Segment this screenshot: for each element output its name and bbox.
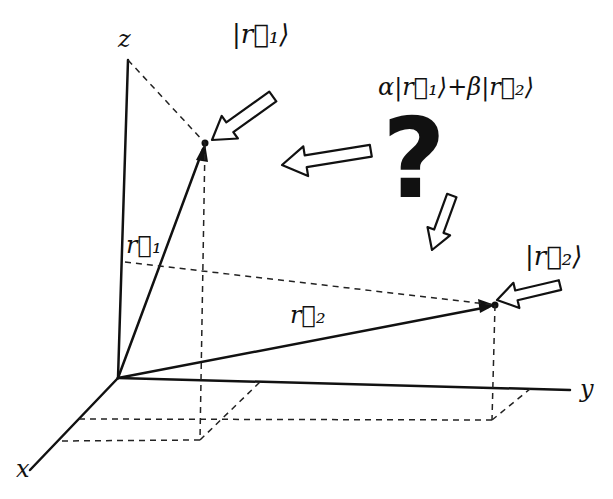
vector-label: r⃗₂ (290, 302, 326, 330)
ket-label: |r⃗₂⟩ (525, 242, 582, 272)
y-axis (118, 378, 570, 390)
dashed-projection (128, 60, 205, 143)
dashed-projection (125, 262, 495, 305)
vector-label: r⃗₁ (126, 232, 162, 260)
dashed-projection (492, 305, 495, 420)
x-axis (30, 378, 118, 470)
axis-label: x (16, 456, 30, 484)
dashed-projection (78, 419, 492, 420)
axis-label: z (118, 26, 131, 54)
dashed-projection (492, 389, 530, 420)
dashed-projection (200, 382, 260, 440)
dashed-projection (200, 143, 205, 440)
axis-label: y (580, 376, 594, 404)
question-mark: ? (382, 104, 446, 214)
ket-label: |r⃗₁⟩ (232, 20, 289, 50)
dashed-projection (58, 440, 200, 441)
hollow-pointer (212, 92, 276, 140)
superposition-label: α|r⃗₁⟩+β|r⃗₂⟩ (378, 74, 534, 102)
hollow-pointer (282, 145, 372, 176)
z-axis (118, 60, 128, 378)
hollow-pointer (497, 280, 561, 308)
vector-r1 (118, 149, 203, 378)
